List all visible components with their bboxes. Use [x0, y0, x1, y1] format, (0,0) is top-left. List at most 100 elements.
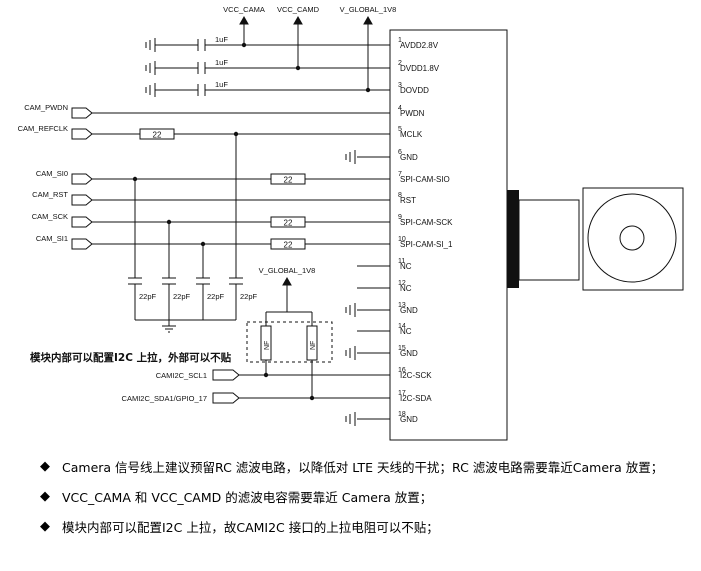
- junction-dot: [132, 176, 138, 182]
- pin-number: 7: [398, 171, 402, 178]
- pin-number: 3: [398, 82, 402, 89]
- pin-number: 14: [398, 323, 406, 330]
- i2c-pullup-note: 模块内部可以配置I2C 上拉，外部可以不贴: [30, 351, 232, 364]
- pin-number: 15: [398, 345, 406, 352]
- signal-label: CAM_RST: [32, 190, 68, 199]
- pin-number: 4: [398, 105, 402, 112]
- note-text: VCC_CAMA 和 VCC_CAMD 的滤波电容需要靠近 Camera 放置；: [62, 490, 433, 505]
- wires: [92, 24, 390, 420]
- pin-name: AVDD2.8V: [400, 41, 439, 50]
- junction-dot: [365, 87, 371, 93]
- pin-number: 5: [398, 126, 402, 133]
- pin-name: DOVDD: [400, 86, 429, 95]
- pin-number: 10: [398, 236, 406, 243]
- filter-cap-value: 22pF: [240, 292, 258, 301]
- pin-name: GND: [400, 153, 418, 162]
- pin-name: NC: [400, 327, 412, 336]
- pullup-resistor: [260, 325, 272, 361]
- design-notes: ◆ Camera 信号线上建议预留RC 滤波电路，以降低对 LTE 天线的干扰；…: [40, 458, 690, 548]
- cap-value: 1uF: [215, 58, 228, 67]
- power-arrow-icon: [363, 15, 373, 25]
- net-port-tag: [71, 216, 93, 228]
- cap-value: 1uF: [215, 80, 228, 89]
- resistor-label: 22: [284, 241, 293, 250]
- filter-cap-value: 22pF: [139, 292, 157, 301]
- pin-number: 11: [398, 258, 405, 265]
- junction-dot: [166, 219, 172, 225]
- power-arrow-icon: [239, 15, 249, 25]
- junction-dot: [233, 131, 239, 137]
- series-resistor: [139, 128, 175, 140]
- pin-number: 9: [398, 214, 402, 221]
- power-arrow-icon: [293, 15, 303, 25]
- resistor-label: 22: [153, 131, 162, 140]
- power-net-label: V_GLOBAL_1V8: [340, 5, 397, 14]
- pin-number: 6: [398, 149, 402, 156]
- pin-name: GND: [400, 415, 418, 424]
- power-arrow-icon: [282, 276, 292, 286]
- pin-number: 2: [398, 60, 402, 67]
- pin-name: PWDN: [400, 109, 425, 118]
- cap-value: 1uF: [215, 35, 228, 44]
- pin-name: GND: [400, 306, 418, 315]
- note-3: ◆ 模块内部可以配置I2C 上拉，故CAMI2C 接口的上拉电阻可以不贴；: [40, 518, 690, 538]
- camera-lens-inner: [619, 225, 645, 251]
- net-port-tag: [212, 369, 240, 381]
- pin-name: NC: [400, 284, 412, 293]
- pin-name: SPI-CAM-SIO: [400, 175, 450, 184]
- bullet-icon: ◆: [40, 459, 50, 474]
- pin-number: 1: [398, 37, 402, 44]
- signal-label: CAM_SI1: [36, 234, 68, 243]
- junction-dot: [263, 372, 269, 378]
- pin-number: 16: [398, 367, 406, 374]
- signal-label: CAM_REFCLK: [18, 124, 68, 133]
- net-port-tag: [71, 107, 93, 119]
- pin-name: DVDD1.8V: [400, 64, 440, 73]
- net-port-tag: [71, 194, 93, 206]
- bullet-icon: ◆: [40, 489, 50, 504]
- pin-number: 8: [398, 192, 402, 199]
- series-resistor: [270, 216, 306, 228]
- net-port-tag: [71, 173, 93, 185]
- pin-name: GND: [400, 349, 418, 358]
- pullup-resistor-label: NF: [264, 341, 271, 350]
- signal-label: CAM_SI0: [36, 169, 68, 178]
- pullup-rail-label: V_GLOBAL_1V8: [259, 266, 316, 275]
- signal-label: CAMI2C_SCL1: [156, 371, 207, 380]
- resistor-label: 22: [284, 176, 293, 185]
- junction-dot: [309, 395, 315, 401]
- pin-number: 13: [398, 302, 406, 309]
- note-2: ◆ VCC_CAMA 和 VCC_CAMD 的滤波电容需要靠近 Camera 放…: [40, 488, 690, 508]
- filter-cap-value: 22pF: [173, 292, 191, 301]
- pin-name: RST: [400, 196, 416, 205]
- note-text: Camera 信号线上建议预留RC 滤波电路，以降低对 LTE 天线的干扰；RC…: [62, 460, 664, 475]
- connector-body: [389, 29, 508, 441]
- pullup-resistor: [306, 325, 318, 361]
- signal-label: CAM_PWDN: [24, 103, 68, 112]
- signal-label: CAM_SCK: [32, 212, 68, 221]
- resistor-label: 22: [284, 219, 293, 228]
- bullet-icon: ◆: [40, 519, 50, 534]
- signal-label: CAMI2C_SDA1/GPIO_17: [122, 394, 207, 403]
- pin-name: MCLK: [400, 130, 423, 139]
- net-port-tag: [71, 128, 93, 140]
- series-resistor: [270, 173, 306, 185]
- pin-number: 17: [398, 390, 406, 397]
- pullup-group-box: [246, 321, 333, 363]
- camera-flex: [518, 199, 580, 281]
- note-1: ◆ Camera 信号线上建议预留RC 滤波电路，以降低对 LTE 天线的干扰；…: [40, 458, 690, 478]
- net-port-tag: [71, 238, 93, 250]
- labels: AVDD2.8V1DVDD1.8V2DOVDD3PWDN4MCLK5GND6SP…: [18, 5, 454, 424]
- pin-name: I2C-SCK: [400, 371, 432, 380]
- note-text: 模块内部可以配置I2C 上拉，故CAMI2C 接口的上拉电阻可以不贴；: [62, 520, 439, 535]
- components: [71, 15, 684, 441]
- pin-name: I2C-SDA: [400, 394, 432, 403]
- power-net-label: VCC_CAMD: [277, 5, 320, 14]
- junction-dot: [200, 241, 206, 247]
- pin-number: 18: [398, 411, 406, 418]
- pin-name: NC: [400, 262, 412, 271]
- net-port-tag: [212, 392, 240, 404]
- camera-schematic: AVDD2.8V1DVDD1.8V2DOVDD3PWDN4MCLK5GND6SP…: [18, 5, 684, 441]
- pullup-resistor-label: NF: [310, 341, 317, 350]
- power-net-label: VCC_CAMA: [223, 5, 265, 14]
